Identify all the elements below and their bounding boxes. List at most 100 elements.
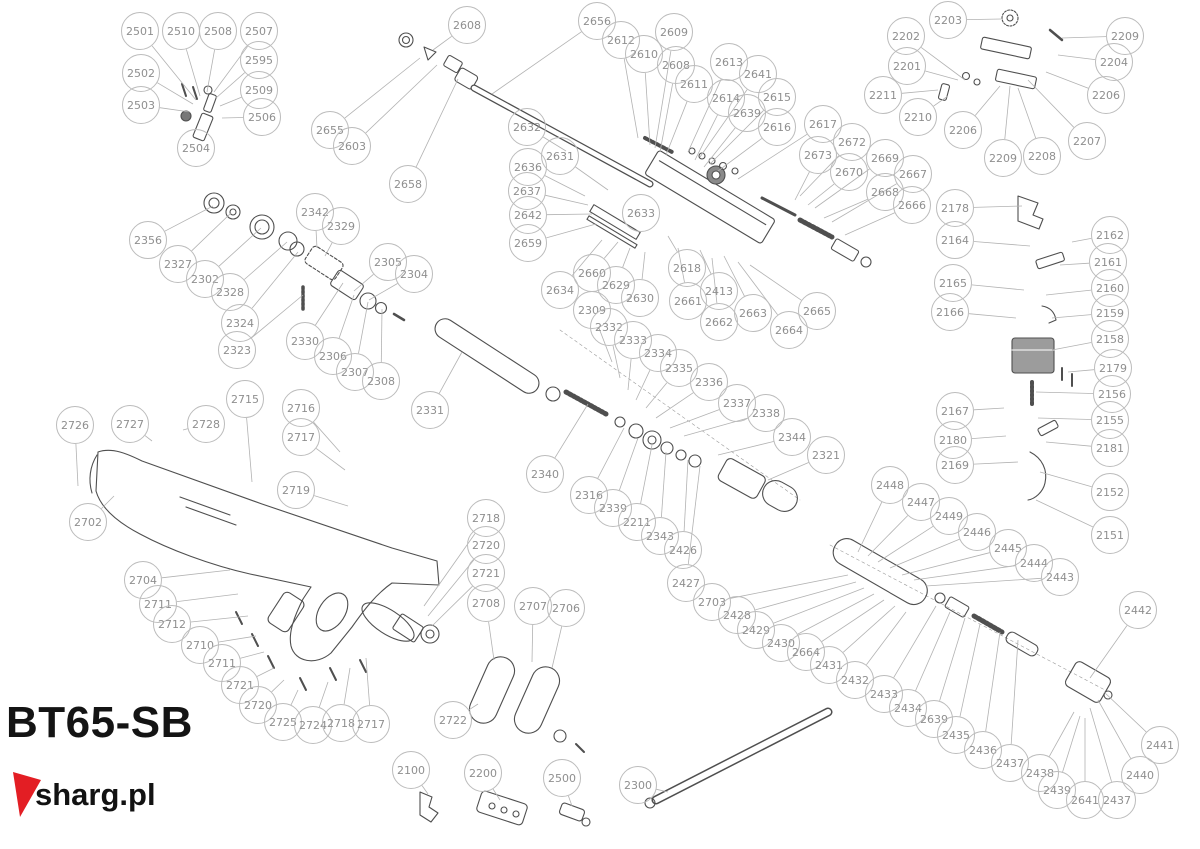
leader-line: [1045, 289, 1092, 296]
leader-line: [723, 255, 745, 297]
part-callout-2673: 2673: [799, 136, 837, 174]
leader-line: [1051, 342, 1092, 351]
leader-line: [423, 533, 476, 607]
leader-line: [901, 89, 939, 94]
leader-line: [933, 95, 949, 107]
part-callout-2331: 2331: [411, 391, 449, 429]
leader-line: [645, 382, 668, 409]
leader-line: [749, 264, 802, 301]
leader-line: [1089, 625, 1128, 679]
leader-line: [256, 667, 275, 677]
leader-line: [1010, 639, 1019, 745]
leader-line: [623, 58, 639, 139]
leader-line: [491, 31, 582, 95]
air-tube-drawing: [434, 318, 561, 402]
leader-line: [315, 282, 344, 326]
part-callout-2501: 2501: [121, 12, 159, 50]
part-callout-2151: 2151: [1091, 516, 1129, 554]
part-callout-2323: 2323: [218, 331, 256, 369]
part-callout-2603: 2603: [333, 127, 371, 165]
leader-line: [773, 587, 865, 624]
leader-line: [421, 785, 429, 795]
leader-line: [1067, 369, 1095, 373]
leader-line: [488, 621, 495, 661]
leader-line: [182, 428, 188, 431]
leader-line: [920, 47, 966, 81]
stock-drawing: [89, 449, 440, 662]
part-callout-2208: 2208: [1023, 137, 1061, 175]
leader-line: [219, 96, 242, 107]
leader-line: [1048, 711, 1075, 757]
leader-line: [755, 581, 857, 611]
leader-line: [206, 49, 215, 93]
scope-rail-drawing: [937, 9, 1064, 101]
leader-line: [669, 409, 720, 429]
leader-line: [244, 241, 288, 280]
part-callout-2321: 2321: [807, 436, 845, 474]
part-callout-2206: 2206: [944, 111, 982, 149]
leader-line: [939, 617, 966, 701]
part-callout-2658: 2658: [389, 165, 427, 203]
leader-line: [730, 574, 849, 599]
leader-line: [667, 235, 678, 252]
leader-line: [575, 166, 609, 191]
butt-pad-drawing: [468, 656, 585, 753]
leader-line: [622, 247, 631, 268]
leader-line: [603, 241, 619, 259]
leader-line: [551, 626, 563, 669]
leader-line: [1004, 85, 1011, 140]
part-callout-2308: 2308: [362, 362, 400, 400]
part-callout-2608: 2608: [448, 6, 486, 44]
part-callout-2706: 2706: [547, 589, 585, 627]
leader-line: [641, 251, 646, 280]
air-bottle-drawing: [829, 538, 1113, 703]
leader-line: [318, 681, 329, 708]
grip-parts-drawing: [235, 591, 440, 691]
leader-line: [427, 559, 475, 617]
leader-line: [703, 127, 736, 168]
part-callout-2503: 2503: [122, 86, 160, 124]
leader-line: [655, 392, 694, 419]
part-callout-2427: 2427: [667, 564, 705, 602]
model-title: BT65-SB: [6, 698, 193, 747]
leader-line: [159, 107, 191, 113]
part-callout-2665: 2665: [798, 292, 836, 330]
leader-line: [857, 501, 883, 553]
leader-line: [968, 313, 1017, 319]
leader-line: [313, 421, 341, 453]
piston-parts-drawing: [559, 329, 801, 512]
leader-line: [821, 599, 885, 642]
accessory-parts-drawing: [419, 790, 591, 827]
leader-line: [314, 495, 349, 507]
part-callout-2169: 2169: [936, 446, 974, 484]
leader-line: [1027, 79, 1075, 128]
part-callout-2203: 2203: [929, 1, 967, 39]
leader-line: [271, 679, 285, 693]
leader-line: [1045, 441, 1092, 447]
part-callout-2722: 2722: [434, 701, 472, 739]
part-callout-2717: 2717: [282, 418, 320, 456]
leader-line: [545, 194, 589, 206]
leader-line: [432, 35, 452, 51]
part-callout-2717: 2717: [352, 705, 390, 743]
leader-line: [619, 437, 639, 491]
leader-line: [191, 212, 232, 252]
leader-line: [737, 133, 808, 180]
part-callout-2510: 2510: [162, 12, 200, 50]
leader-line: [889, 538, 960, 569]
part-callout-2728: 2728: [187, 405, 225, 443]
part-callout-2500: 2500: [543, 759, 581, 797]
leader-line: [1097, 699, 1132, 759]
leader-line: [1089, 707, 1112, 782]
leader-line: [1103, 691, 1147, 733]
part-callout-2715: 2715: [226, 380, 264, 418]
leader-line: [568, 795, 573, 807]
leader-line: [973, 241, 1031, 247]
part-callout-2204: 2204: [1095, 43, 1133, 81]
bushings-drawing: [203, 192, 406, 322]
leader-line: [338, 294, 355, 339]
leader-line: [1051, 314, 1092, 319]
part-callout-2662: 2662: [700, 303, 738, 341]
muzzle-parts-drawing: [398, 32, 479, 90]
leader-line: [665, 101, 688, 156]
